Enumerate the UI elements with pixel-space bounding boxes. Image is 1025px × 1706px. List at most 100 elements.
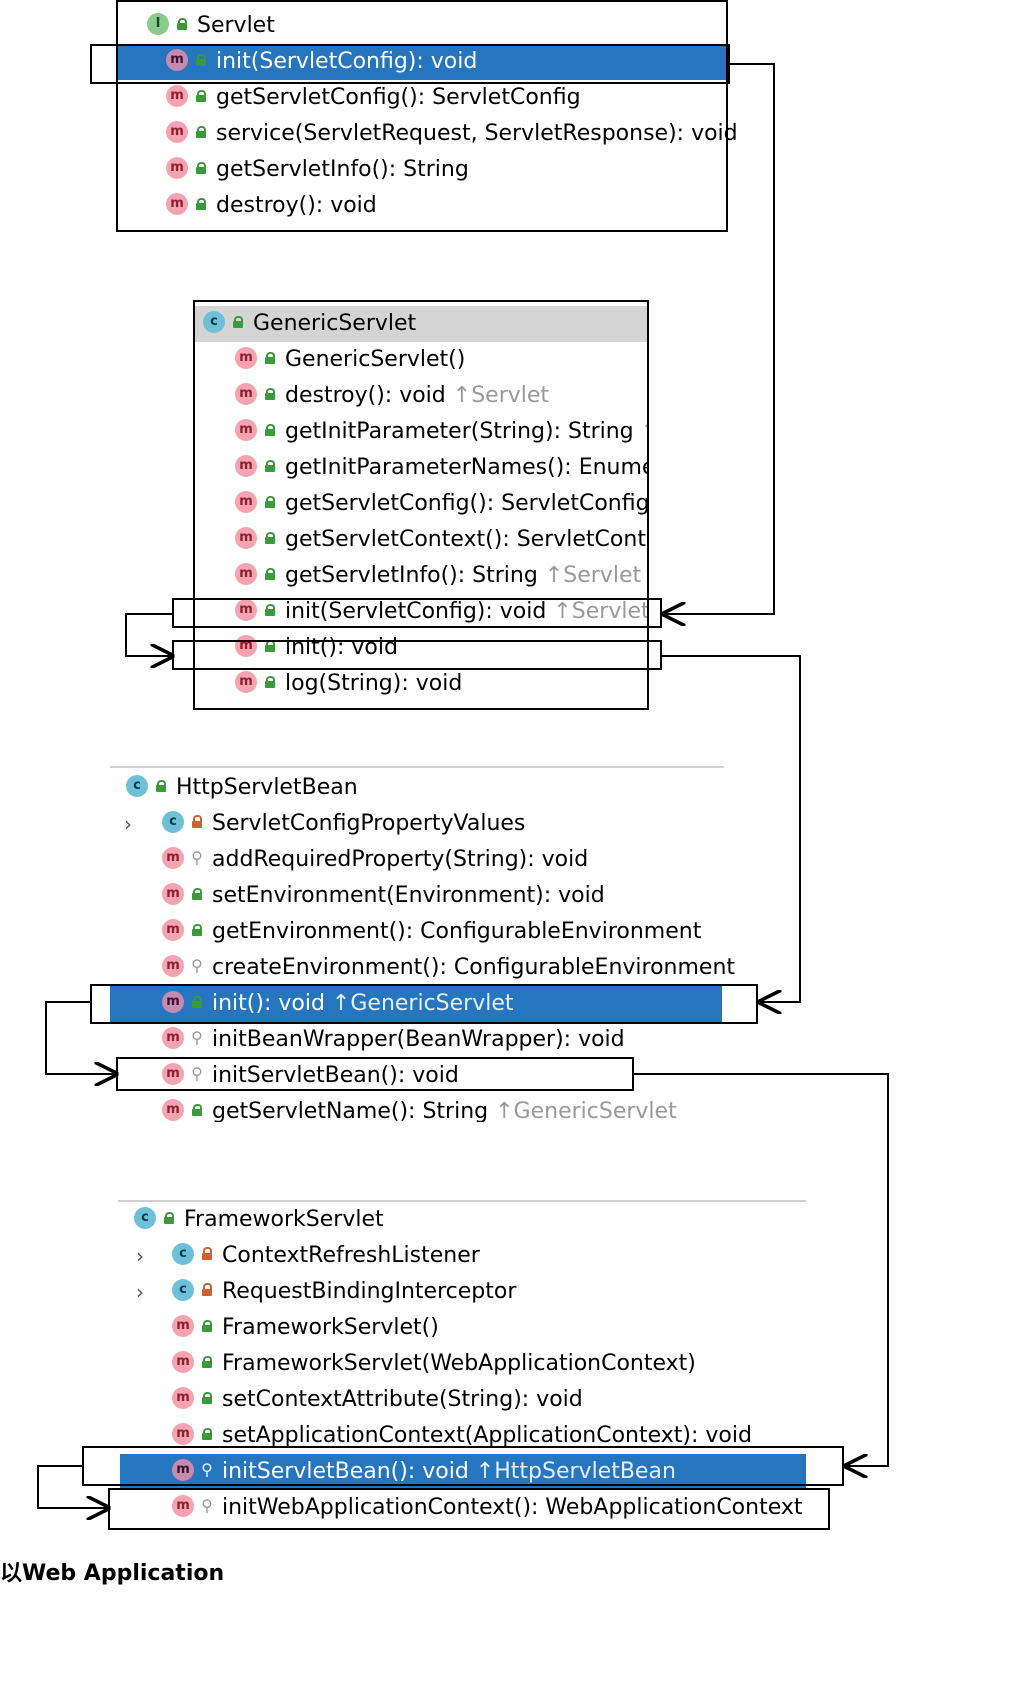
method-icon: m [235,491,257,513]
public-icon [190,923,204,937]
method-name: init(): void [212,991,325,1016]
generic-outline [193,300,649,710]
chevron-right-icon[interactable]: › [136,1280,144,1304]
method-icon: m [172,1387,194,1409]
class-icon: c [126,775,148,797]
protected-icon: ⚲ [191,1064,203,1083]
inner-class-row[interactable]: › c ContextRefreshListener [118,1238,808,1274]
method-icon: m [235,671,257,693]
class-name: GenericServlet [253,311,417,336]
protected-icon: ⚲ [201,1460,213,1479]
method-row[interactable]: m service(ServletRequest, ServletResponse… [118,116,738,152]
method-name: setContextAttribute(String): void [222,1387,583,1412]
method-row[interactable]: m setContextAttribute(String): void [118,1382,808,1418]
method-row[interactable]: m⚲initServletBean(): void [110,1058,730,1094]
inherited-from: ↑HttpServletBean [475,1459,676,1484]
public-icon [200,1391,214,1405]
arrow-httpbean-initservletbean-to-framework [634,1073,889,1466]
method-row[interactable]: m⚲addRequiredProperty(String): void [110,842,730,878]
method-icon: m [162,991,184,1013]
inherited-from: ↑Servlet [544,563,642,588]
method-name: FrameworkServlet() [222,1315,439,1340]
framework-initservletbean-highlight [82,1446,844,1486]
method-name: setApplicationContext(ApplicationContext… [222,1423,752,1448]
method-row[interactable]: m⚲initBeanWrapper(BeanWrapper): void [110,1022,730,1058]
public-icon [263,459,277,473]
method-name: init(ServletConfig): void [285,599,547,624]
public-icon [190,995,204,1009]
private-icon [200,1247,214,1261]
public-icon [162,1211,176,1225]
method-name: getInitParameter(String): String [285,419,634,444]
method-icon: m [162,1063,184,1085]
method-name: getServletInfo(): String [285,563,538,588]
method-icon: m [162,883,184,905]
arrow-servlet-to-generic-init [664,63,775,614]
class-icon: c [172,1279,194,1301]
method-row[interactable]: m⚲initWebApplicationContext(): WebApplic… [118,1490,808,1526]
public-icon [154,779,168,793]
method-name: FrameworkServlet(WebApplicationContext) [222,1351,696,1376]
interface-icon: I [147,13,169,35]
method-name: initBeanWrapper(BeanWrapper): void [212,1027,625,1052]
chevron-right-icon[interactable]: › [124,812,132,836]
method-icon: m [235,383,257,405]
method-row[interactable]: m setEnvironment(Environment): void [110,878,730,914]
class-name: Servlet [197,13,275,38]
method-name: addRequiredProperty(String): void [212,847,589,872]
method-name: getServletInfo(): String [216,157,469,182]
method-name: setEnvironment(Environment): void [212,883,605,908]
class-name: FrameworkServlet [184,1207,384,1232]
method-name: getServletName(): String [212,1099,489,1122]
method-icon: m [166,121,188,143]
public-icon [231,315,245,329]
method-row[interactable]: m getServletInfo(): String [118,152,728,188]
method-name: service(ServletRequest, ServletResponse)… [216,121,738,146]
inherited-from: ↑GenericServlet [331,991,514,1016]
class-name: ContextRefreshListener [222,1243,480,1268]
inherited-from: ↑GenericServlet [495,1099,677,1122]
servlet-header[interactable]: I Servlet [118,8,728,44]
method-icon: m [235,419,257,441]
protected-icon: ⚲ [191,956,203,975]
public-icon [194,89,208,103]
method-icon: m [166,193,188,215]
class-icon: c [172,1243,194,1265]
servlet-init-highlight [90,44,730,84]
arrow-framework-initservletbean-to-initwebappcontext [37,1465,108,1508]
method-row[interactable]: m⚲createEnvironment(): ConfigurableEnvir… [110,950,735,986]
arrow-generic-init-servletconfig-to-init [125,613,172,656]
method-row[interactable]: m init(): void ↑GenericServlet [110,986,722,1022]
method-name: init(ServletConfig): void [216,49,478,74]
method-icon: m [166,157,188,179]
method-icon: m [172,1459,194,1481]
method-icon: m [162,847,184,869]
divider [118,1200,806,1202]
arrow-httpbean-init-to-initservletbean [45,1001,116,1074]
public-icon [200,1355,214,1369]
chevron-right-icon[interactable]: › [136,1244,144,1268]
public-icon [263,675,277,689]
